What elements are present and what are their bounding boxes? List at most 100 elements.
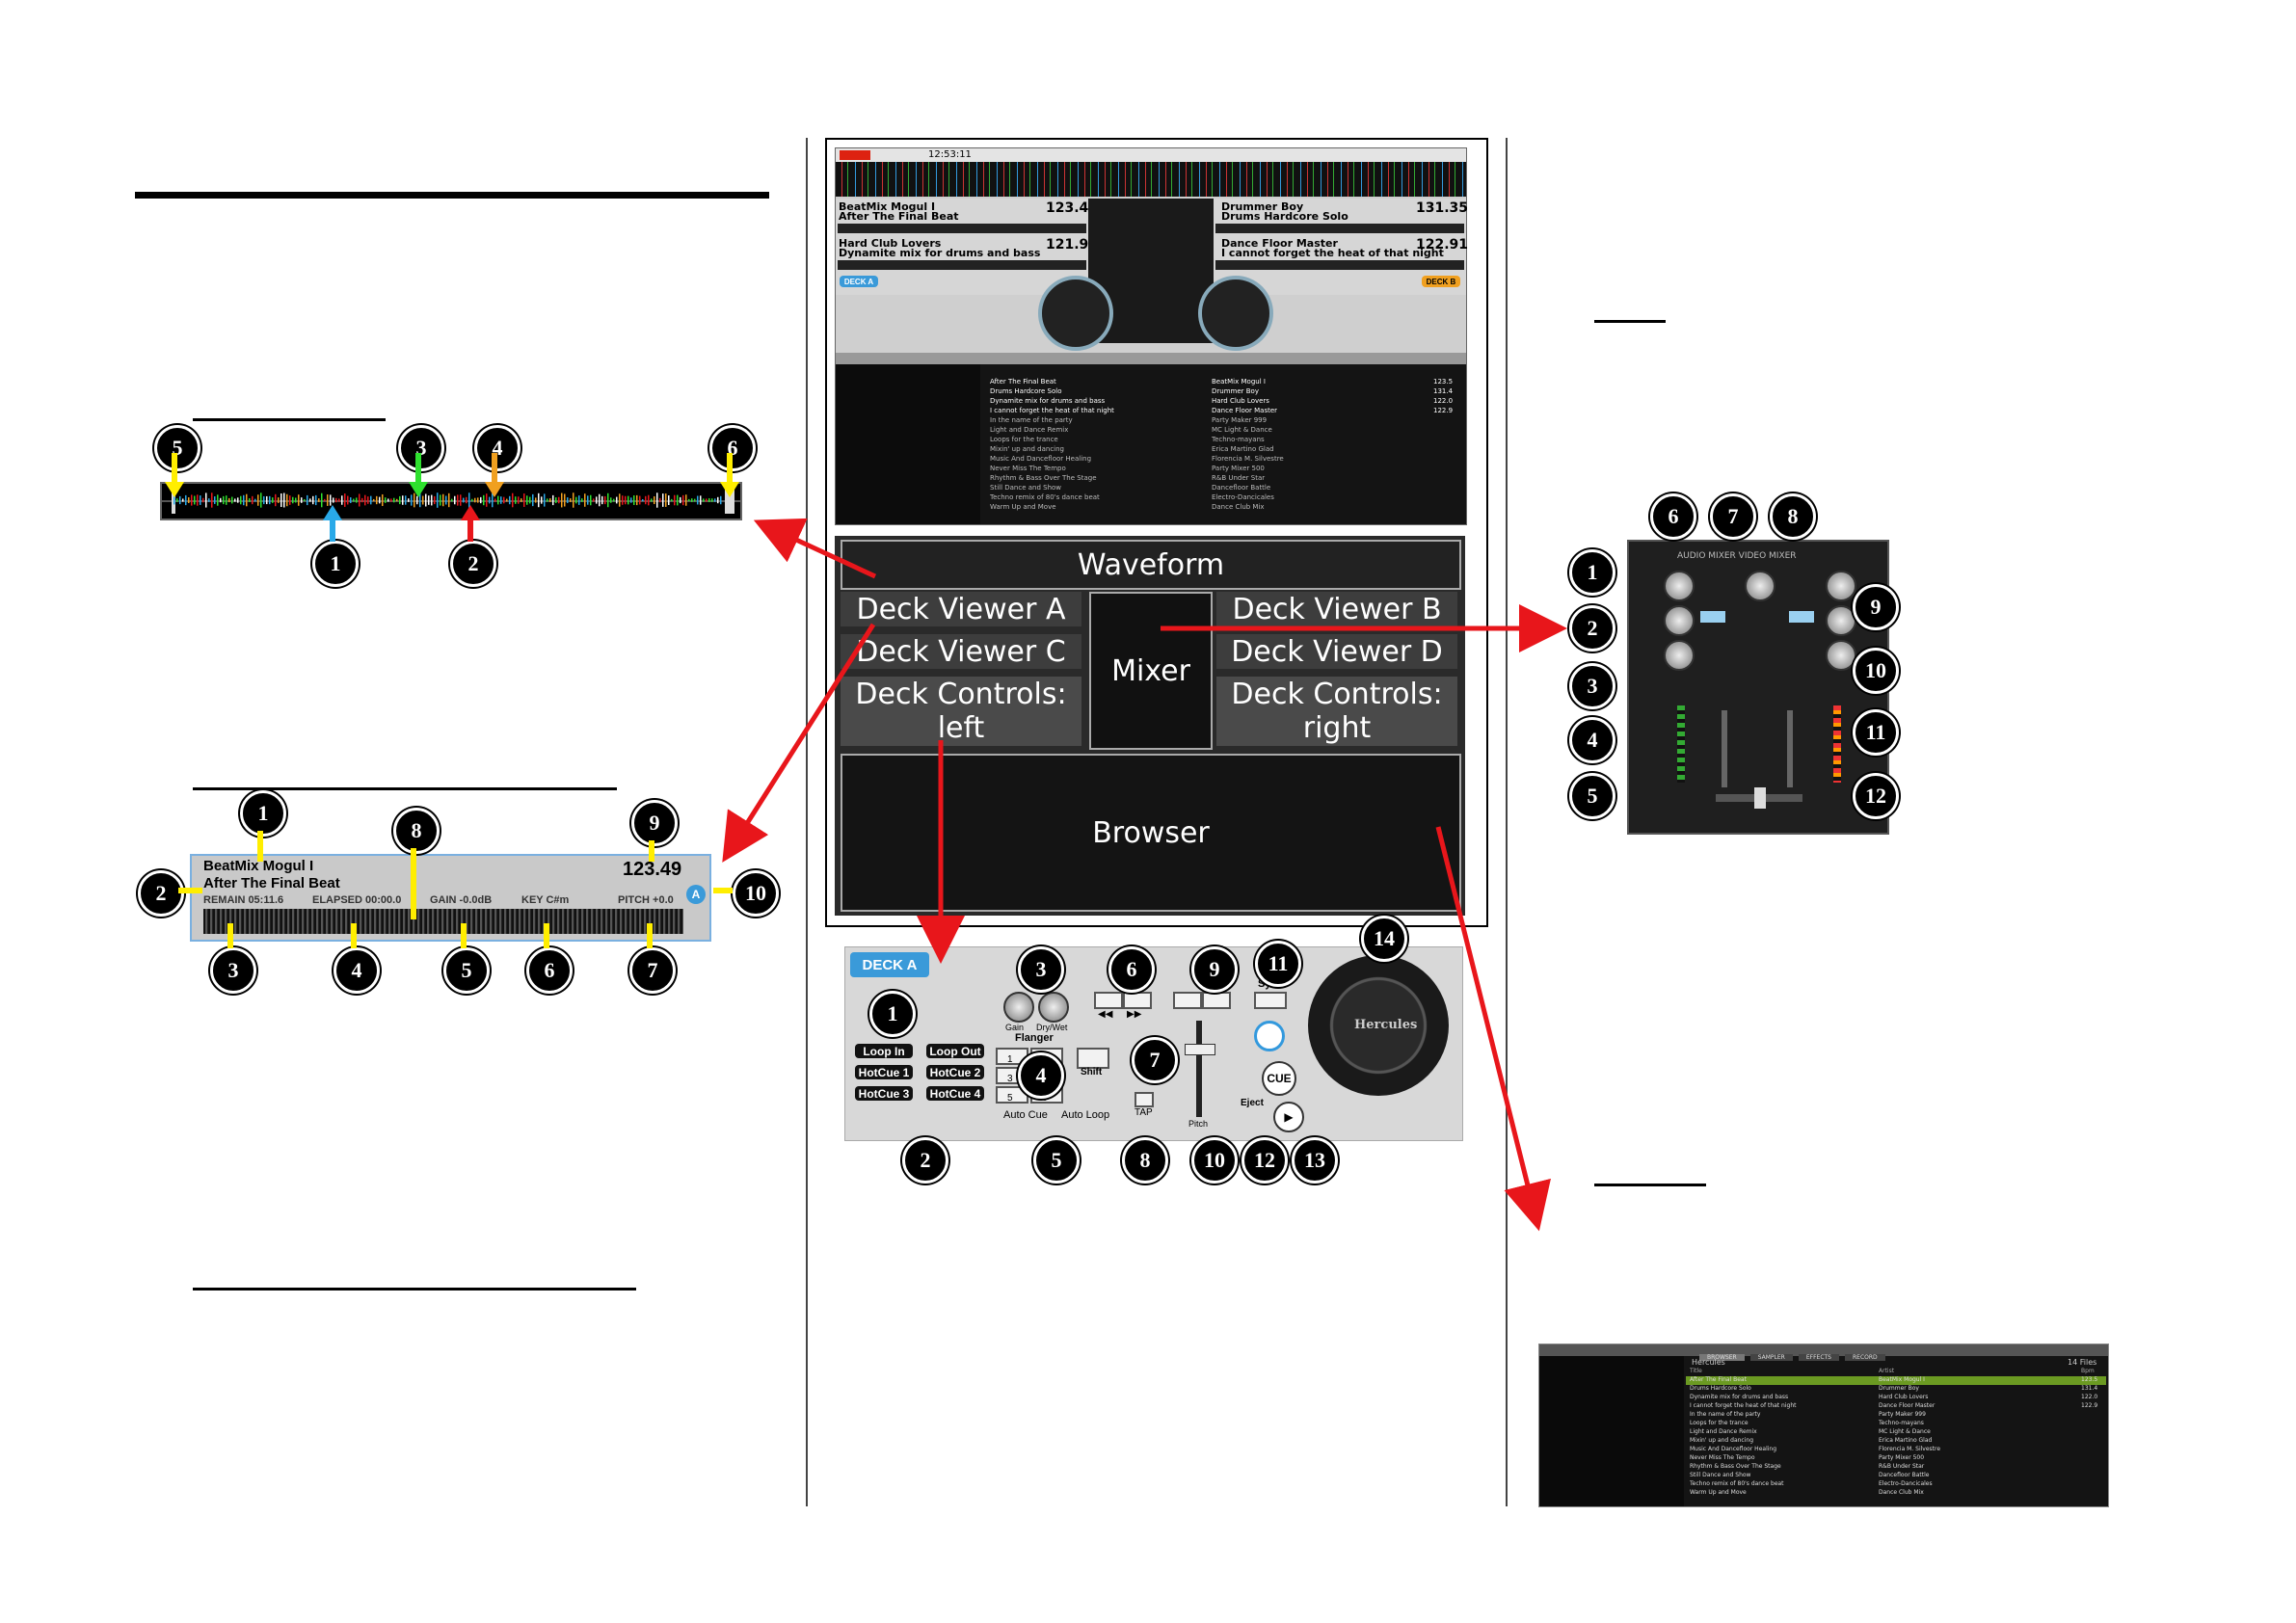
jog-wheel[interactable] bbox=[1308, 955, 1449, 1096]
auto-loop-label[interactable]: Auto Loop bbox=[1061, 1109, 1110, 1121]
sync-button[interactable] bbox=[1254, 992, 1287, 1009]
cross-fader-handle[interactable] bbox=[1754, 787, 1766, 809]
waveform-spike bbox=[309, 498, 311, 502]
stop-button[interactable] bbox=[1254, 1021, 1285, 1051]
hotcue-4-button[interactable]: HotCue 4 bbox=[926, 1086, 984, 1101]
waveform-spike bbox=[422, 495, 424, 505]
row-artist: Drummer Boy bbox=[1212, 387, 1259, 395]
deck-a-tag[interactable]: DECK A bbox=[850, 952, 929, 977]
ovw-deck-b-tag[interactable]: DECK B bbox=[1422, 276, 1460, 287]
deck-letter-badge[interactable]: A bbox=[686, 885, 706, 904]
pitch-slider-track[interactable] bbox=[1196, 1021, 1202, 1117]
waveform-spike bbox=[387, 498, 389, 502]
auto-cue-label[interactable]: Auto Cue bbox=[1003, 1109, 1048, 1121]
deck-bpm: 123.49 bbox=[623, 859, 682, 880]
pitch-slider-handle[interactable] bbox=[1185, 1044, 1215, 1055]
loop-in-button[interactable]: Loop In bbox=[855, 1044, 913, 1058]
browser-tab[interactable]: BROWSER bbox=[1699, 1354, 1745, 1361]
hotcue-2-button[interactable]: HotCue 2 bbox=[926, 1065, 984, 1079]
row-bpm: 131.4 bbox=[2081, 1385, 2098, 1392]
dry-wet-knob[interactable] bbox=[1038, 992, 1069, 1023]
waveform-spike bbox=[425, 493, 427, 507]
tap-button[interactable] bbox=[1135, 1092, 1154, 1107]
col-bpm[interactable]: Bpm bbox=[2081, 1368, 2095, 1374]
waveform-spike bbox=[596, 496, 598, 504]
treble-knob-right[interactable] bbox=[1826, 571, 1856, 601]
play-pause-button[interactable]: ▶ bbox=[1273, 1102, 1304, 1132]
waveform-spike bbox=[604, 495, 606, 505]
treble-knob-left[interactable] bbox=[1664, 571, 1695, 601]
browser-tab[interactable]: RECORD bbox=[1845, 1354, 1885, 1361]
loop-out-button[interactable]: Loop Out bbox=[926, 1044, 984, 1058]
bass-knob-left[interactable] bbox=[1664, 640, 1695, 671]
shift-button[interactable] bbox=[1077, 1048, 1109, 1069]
callout-7: 7 bbox=[629, 947, 676, 994]
volume-slider-left[interactable] bbox=[1722, 710, 1727, 787]
pfl-button-right[interactable] bbox=[1789, 611, 1814, 623]
deck-key: KEY C#m bbox=[521, 894, 570, 906]
waveform-spike bbox=[321, 492, 323, 508]
fast-forward-button[interactable] bbox=[1123, 992, 1152, 1009]
hotcue-1-button[interactable]: HotCue 1 bbox=[855, 1065, 913, 1079]
waveform-spike bbox=[694, 498, 696, 502]
flanger-label: Flanger bbox=[1015, 1032, 1054, 1044]
row-artist: MC Light & Dance bbox=[1212, 426, 1272, 434]
row-artist: Dancefloor Battle bbox=[1879, 1472, 1930, 1478]
pitch-range-button-b[interactable] bbox=[1202, 992, 1231, 1009]
gain-knob[interactable] bbox=[1003, 992, 1034, 1023]
hotcue-3-button[interactable]: HotCue 3 bbox=[855, 1086, 913, 1101]
overview-frame bbox=[825, 138, 1488, 927]
row-artist: Dancefloor Battle bbox=[1212, 484, 1271, 492]
browser-tab[interactable]: SAMPLER bbox=[1749, 1354, 1793, 1361]
rewind-button[interactable] bbox=[1094, 992, 1123, 1009]
ovw-deck-a-tag[interactable]: DECK A bbox=[840, 276, 878, 287]
col-artist[interactable]: Artist bbox=[1879, 1368, 1895, 1374]
mixer-header: AUDIO MIXER VIDEO MIXER bbox=[1677, 551, 1797, 561]
master-knob[interactable] bbox=[1745, 571, 1775, 601]
pfl-button-left[interactable] bbox=[1700, 611, 1725, 623]
bass-knob-right[interactable] bbox=[1826, 640, 1856, 671]
col-title[interactable]: Title bbox=[1690, 1368, 1702, 1374]
waveform-spike bbox=[324, 498, 326, 502]
waveform-spike bbox=[246, 493, 248, 507]
mid-knob-left[interactable] bbox=[1664, 605, 1695, 636]
eject-label[interactable]: Eject bbox=[1241, 1098, 1264, 1108]
volume-slider-right[interactable] bbox=[1787, 710, 1793, 787]
pitch-range-button-a[interactable] bbox=[1173, 992, 1202, 1009]
row-bpm: 131.4 bbox=[1433, 387, 1454, 395]
row-title: Never Miss The Tempo bbox=[990, 465, 1066, 472]
mid-knob-right[interactable] bbox=[1826, 605, 1856, 636]
row-title: Music And Dancefloor Healing bbox=[1690, 1446, 1777, 1452]
cue-button[interactable]: CUE bbox=[1262, 1061, 1296, 1096]
browser-tab[interactable]: EFFECTS bbox=[1798, 1354, 1839, 1361]
waveform-spike bbox=[217, 494, 219, 506]
